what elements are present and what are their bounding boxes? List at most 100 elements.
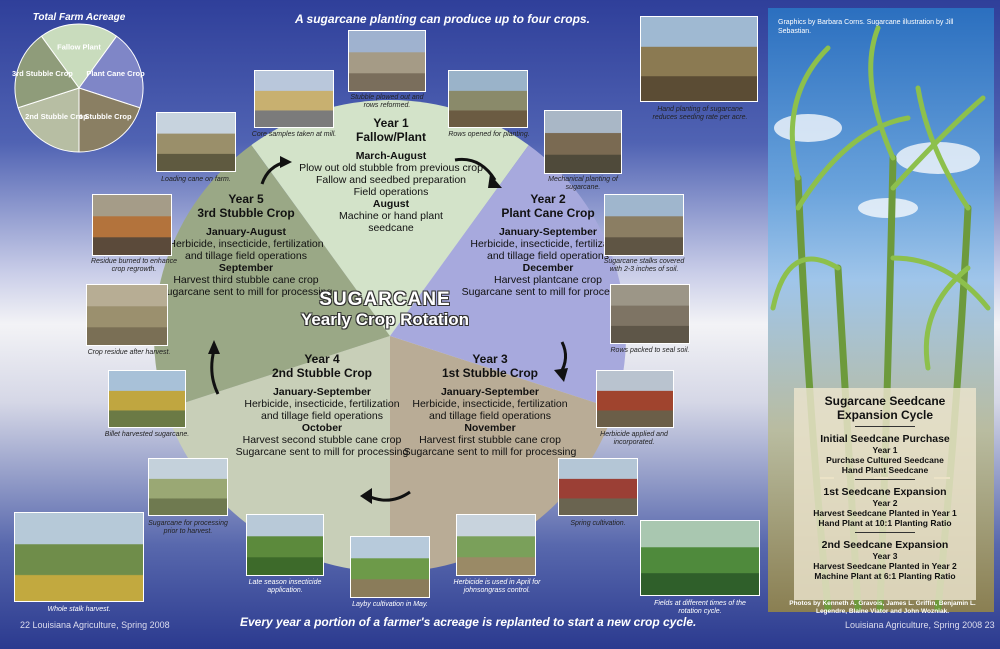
photo-caption: Hand planting of sugarcane reduces seedi… (652, 106, 748, 121)
pie-title: Total Farm Acreage (33, 12, 126, 23)
pie-slice (78, 35, 144, 109)
period-heading: March-August (355, 150, 427, 162)
pie-slice-label: 3rd Stubble Crop (12, 69, 73, 78)
operation-line: Plow out old stubble from previous crop (299, 162, 483, 174)
period-heading: January-September (272, 386, 372, 398)
operation-line: Sugarcane sent to mill for processing (461, 286, 635, 298)
period-heading: December (522, 262, 574, 274)
seedcane-stage3-heading: 2nd Seedcane Expansion (821, 539, 949, 551)
operation-line: Sugarcane sent to mill for processing (235, 446, 409, 458)
seedcane-stage1-year: Year 1 (872, 445, 898, 455)
pie-slice (17, 87, 80, 153)
seedcane-stage2-line2: Hand Plant at 10:1 Planting Ratio (818, 518, 952, 528)
year4-block: Year 4 2nd Stubble Crop January-Septembe… (222, 352, 422, 458)
year4-label: Year 4 (304, 352, 340, 366)
photo (640, 16, 758, 102)
center-title-line2: Yearly Crop Rotation (300, 310, 470, 329)
year1-crop: Fallow/Plant (355, 130, 426, 144)
operation-line: seedcane (368, 222, 414, 234)
operation-line: Herbicide, insecticide, fertilization (470, 238, 626, 250)
pie-slice-label: 2nd Stubble Crop (25, 112, 88, 121)
photo (604, 194, 684, 256)
photo (148, 458, 228, 516)
photo-caption: Rows packed to seal soil. (610, 347, 690, 354)
photo-caption: Fields at different times of the rotatio… (654, 600, 746, 615)
photo-caption: Late season insecticide application. (248, 579, 322, 594)
photo (156, 112, 236, 172)
photo-caption: Mechanical planting of sugarcane. (548, 176, 618, 191)
seedcane-title-line1: Sugarcane Seedcane (824, 394, 946, 408)
photo-caption: Herbicide is used in April for johnsongr… (453, 579, 541, 594)
seedcane-title-line2: Expansion Cycle (836, 408, 934, 422)
divider (855, 532, 915, 533)
photo-caption: Crop residue after harvest. (87, 349, 171, 356)
photo (640, 520, 760, 596)
photo-caption: Core samples taken at mill. (251, 131, 337, 138)
seedcane-stage2-line1: Harvest Seedcane Planted in Year 1 (813, 508, 957, 518)
wheel-sector-year4 (165, 336, 390, 572)
photo-caption: Billet harvested sugarcane. (104, 431, 190, 438)
operation-line: Fallow and seedbed preparation (315, 174, 467, 186)
seedcane-stage3-line1: Harvest Seedcane Planted in Year 2 (813, 561, 957, 571)
operation-line: Harvest first stubble cane crop (419, 434, 561, 446)
photo-caption: Rows opened for planting. (448, 131, 530, 138)
center-title: SUGARCANE Yearly Crop Rotation (290, 290, 480, 330)
year2-block: Year 2 Plant Cane Crop January-September… (448, 192, 648, 298)
operation-line: Sugarcane sent to mill for processing (403, 446, 577, 458)
seedcane-stage1-line2: Hand Plant Seedcane (841, 465, 929, 475)
photo-caption: Residue burned to enhance crop regrowth. (90, 258, 177, 273)
period-heading: November (464, 422, 516, 434)
period-heading: October (301, 422, 343, 434)
photo (544, 110, 622, 174)
photo (86, 284, 168, 346)
operation-line: Machine or hand plant (339, 210, 443, 222)
seedcane-stage1-heading: Initial Seedcane Purchase (820, 433, 950, 445)
operation-line: Sugarcane sent to mill for processing (159, 286, 333, 298)
photo (14, 512, 144, 602)
year3-crop: 1st Stubble Crop (441, 366, 538, 380)
arrow-heads (208, 156, 568, 504)
sugarcane-illustration (770, 25, 991, 612)
photo-caption: Spring cultivation. (570, 520, 626, 527)
center-title-line1: SUGARCANE (319, 289, 451, 310)
operation-line: and tillage field operations (260, 410, 383, 422)
photo (254, 70, 334, 128)
operation-line: Field operations (353, 186, 429, 198)
left-folio: 22 Louisiana Agriculture, Spring 2008 (20, 620, 170, 630)
operation-line: Herbicide, insecticide, fertilization (168, 238, 324, 250)
seedcane-stage3-line2: Machine Plant at 6:1 Planting Ratio (814, 571, 956, 581)
photo (448, 70, 528, 128)
bottom-note: Every year a portion of a farmer's acrea… (240, 615, 697, 629)
divider (855, 426, 915, 427)
pie-slice-label: Plant Cane Crop (86, 69, 145, 78)
pie-slice-label: 1st Stubble Crop (72, 112, 132, 121)
wheel-sector-year2 (390, 145, 626, 409)
year2-crop: Plant Cane Crop (501, 206, 595, 220)
seedcane-stage3-year: Year 3 (872, 551, 898, 561)
seedcane-expansion-box: Sugarcane Seedcane Expansion Cycle Initi… (794, 388, 976, 600)
year3-block: Year 3 1st Stubble Crop January-Septembe… (390, 352, 590, 458)
pie-slice (14, 35, 80, 109)
photo-caption: Whole stalk harvest. (47, 606, 111, 613)
photo (108, 370, 186, 428)
operation-line: Harvest second stubble cane crop (242, 434, 402, 446)
pie-slice (78, 87, 141, 153)
seedcane-stage1-line1: Purchase Cultured Seedcane (826, 455, 944, 465)
photo-credit: Photos by Kenneth A. Gravois, James L. G… (789, 600, 976, 615)
photo-caption: Layby cultivation in May. (352, 601, 428, 608)
operation-line: Herbicide, insecticide, fertilization (412, 398, 568, 410)
photo-caption: Loading cane on farm. (161, 176, 231, 183)
wheel-sector-year3 (390, 336, 615, 572)
year5-label: Year 5 (228, 192, 264, 206)
year2-label: Year 2 (530, 192, 566, 206)
photo (92, 194, 172, 256)
photo-caption: Stubble plowed out and rows reformed. (350, 94, 424, 109)
seedcane-stage2-heading: 1st Seedcane Expansion (823, 486, 947, 498)
photo-caption: Sugarcane for processing prior to harves… (148, 520, 228, 535)
operation-line: Herbicide, insecticide, fertilization (244, 398, 400, 410)
photo (456, 514, 536, 576)
